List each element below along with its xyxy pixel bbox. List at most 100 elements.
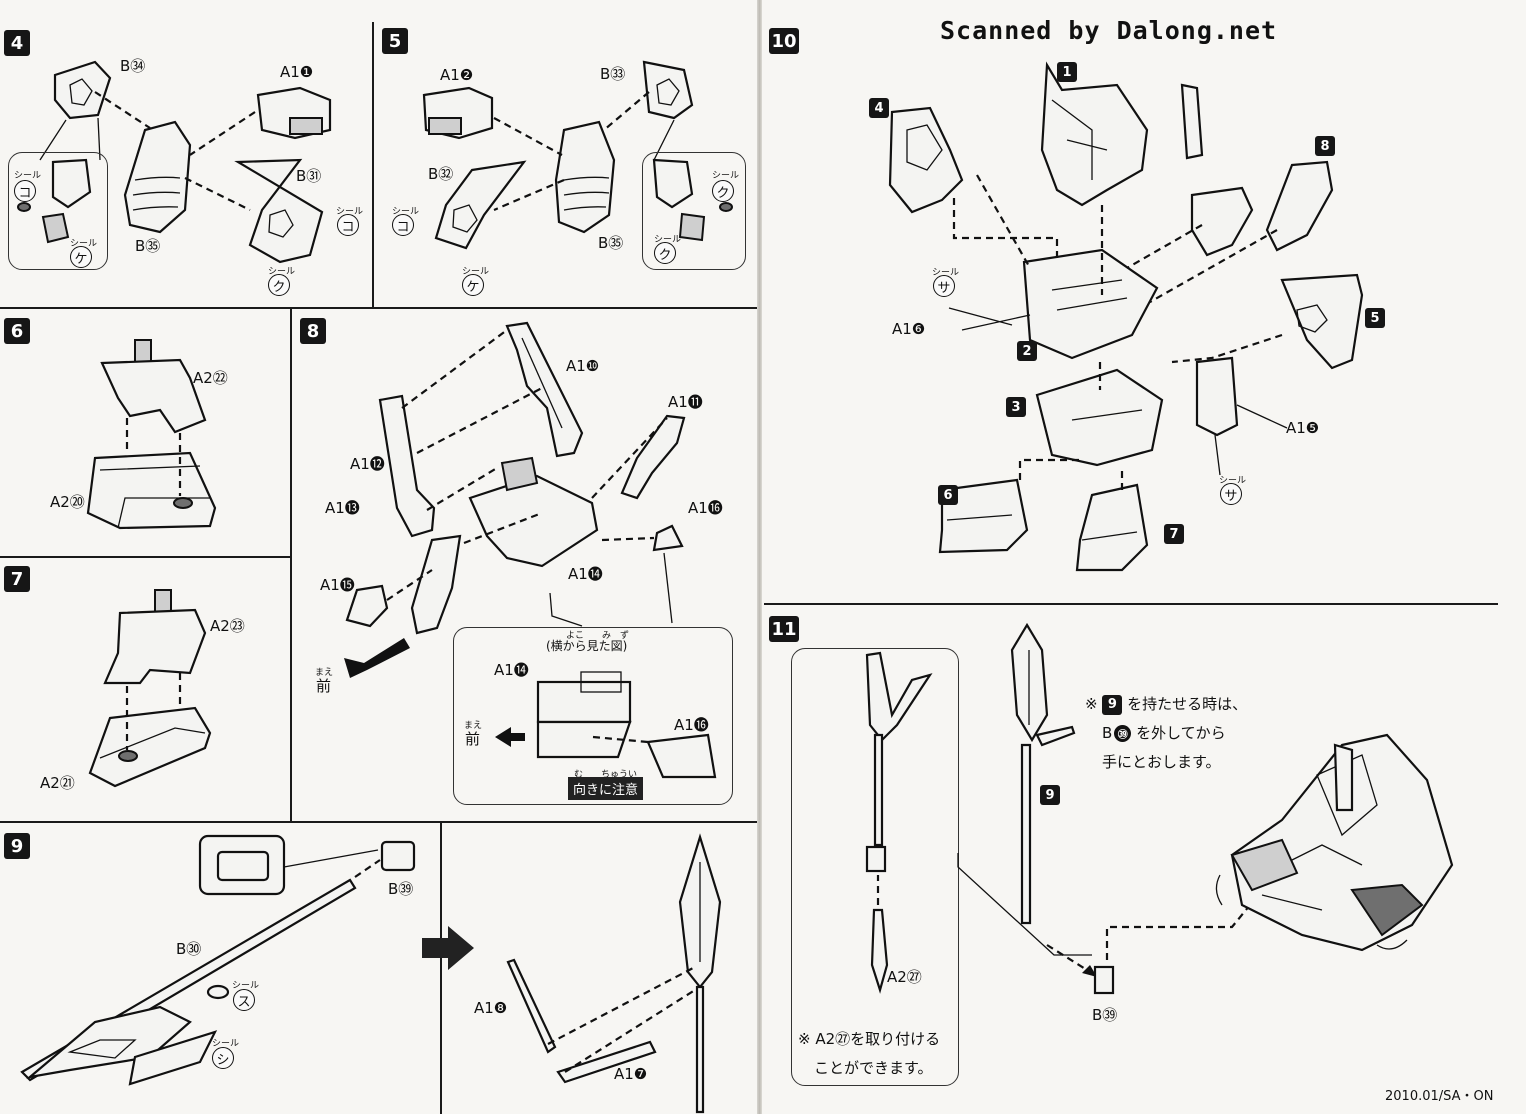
divider bbox=[440, 822, 442, 1114]
part-a2-23: A2㉓ bbox=[210, 617, 245, 635]
part-a1-16: A1⓰ bbox=[688, 499, 723, 517]
front-ruby: まえ bbox=[315, 668, 334, 678]
side-view-caption: (横から見た図) bbox=[546, 639, 628, 653]
part-a1-11: A1⓫ bbox=[668, 393, 703, 411]
seal-ku: ク bbox=[268, 274, 290, 296]
seal-su: ス bbox=[233, 989, 255, 1011]
seal-ko: コ bbox=[337, 214, 359, 236]
seal-label: シール bbox=[14, 171, 42, 181]
seal-label: シール bbox=[70, 239, 98, 249]
front-label-inset: 前 bbox=[465, 730, 481, 748]
part-a1-14: A1⓮ bbox=[568, 565, 603, 583]
step8-side-view-inset bbox=[453, 627, 733, 805]
part-b34: B㉞ bbox=[120, 57, 146, 75]
step-number-5: 5 bbox=[382, 28, 408, 54]
step4-diagram bbox=[39, 60, 332, 264]
part-callout-2: 2 bbox=[1017, 341, 1037, 361]
seal-label: シール bbox=[932, 268, 960, 278]
seal-shi: シ bbox=[212, 1047, 234, 1069]
part-a2-27: A2㉗ bbox=[887, 968, 922, 986]
part-b35: B㉟ bbox=[598, 234, 624, 252]
seal-ke: ケ bbox=[462, 274, 484, 296]
step11-diagram bbox=[865, 622, 1454, 995]
print-code: 2010.01/SA・ON bbox=[1385, 1089, 1494, 1104]
seal-label: シール bbox=[212, 1039, 240, 1049]
seal-label: シール bbox=[654, 235, 682, 245]
part-a1-15: A1⓯ bbox=[320, 576, 355, 594]
note-callout-9: 9 bbox=[1102, 694, 1123, 715]
seal-label: シール bbox=[1219, 476, 1247, 486]
part-a2-22: A2㉒ bbox=[193, 369, 228, 387]
step9-diagram bbox=[20, 833, 722, 1114]
part-b39: B㊴ bbox=[1092, 1006, 1118, 1024]
seal-ke: ケ bbox=[70, 246, 92, 268]
part-callout-6: 6 bbox=[938, 485, 958, 505]
part-b39: B㊴ bbox=[388, 880, 414, 898]
step-number-10: 10 bbox=[769, 28, 799, 54]
step-number-9: 9 bbox=[4, 833, 30, 859]
step4-seal-inset bbox=[8, 152, 108, 270]
part-callout-7: 7 bbox=[1164, 524, 1184, 544]
part-a1-8: A1❽ bbox=[474, 999, 508, 1017]
part-b30: B㉚ bbox=[176, 940, 202, 958]
inset-note-line-2: ことができます。 bbox=[814, 1059, 933, 1077]
seal-sa: サ bbox=[1220, 483, 1242, 505]
part-b32: B㉜ bbox=[428, 165, 454, 183]
seal-label: シール bbox=[232, 981, 260, 991]
note-text: を持たせる時は、 bbox=[1127, 695, 1248, 713]
side-view-ruby: よこ み ず bbox=[566, 631, 630, 641]
note-mark: ※ bbox=[1085, 695, 1098, 713]
part-b33: B㉝ bbox=[600, 65, 626, 83]
step-number-11: 11 bbox=[769, 616, 799, 642]
part-b35: B㉟ bbox=[135, 237, 161, 255]
seal-ko: コ bbox=[392, 214, 414, 236]
part-callout-9: 9 bbox=[1040, 785, 1060, 805]
hold-instruction-line-1: ※ 9 を持たせる時は、 bbox=[1085, 690, 1247, 719]
step6-diagram bbox=[86, 339, 217, 530]
seal-label: シール bbox=[712, 171, 740, 181]
step8-inset-art bbox=[495, 671, 717, 779]
part-a1-1: A1❶ bbox=[280, 63, 314, 81]
part-callout-5: 5 bbox=[1365, 308, 1385, 328]
inset-note-line-1: ※ A2㉗を取り付ける bbox=[798, 1030, 941, 1048]
step-number-4: 4 bbox=[4, 30, 30, 56]
seal-label: シール bbox=[336, 207, 364, 217]
seal-sa: サ bbox=[933, 275, 955, 297]
step7-diagram bbox=[88, 589, 212, 788]
step5-inset-art bbox=[652, 158, 733, 242]
hold-instruction-line-3: 手にとおします。 bbox=[1102, 753, 1221, 771]
divider bbox=[372, 22, 374, 308]
part-callout-4: 4 bbox=[869, 98, 889, 118]
scan-credit: Scanned by Dalong.net bbox=[940, 16, 1278, 45]
divider bbox=[0, 307, 757, 309]
part-callout-3: 3 bbox=[1006, 397, 1026, 417]
step8-diagram bbox=[344, 321, 686, 678]
seal-ko: コ bbox=[14, 180, 36, 202]
part-a1-13: A1⓭ bbox=[325, 499, 360, 517]
part-a1-12: A1⓬ bbox=[350, 455, 385, 473]
seal-ku: ク bbox=[654, 242, 676, 264]
part-b31: B㉛ bbox=[296, 167, 322, 185]
divider bbox=[0, 821, 757, 823]
step-number-6: 6 bbox=[4, 318, 30, 344]
divider bbox=[290, 308, 292, 822]
part-a1-2: A1❷ bbox=[440, 66, 474, 84]
orientation-caution: 向きに注意 bbox=[568, 777, 644, 800]
step5-seal-inset bbox=[642, 152, 746, 270]
note-part-number: ㊴ bbox=[1114, 725, 1132, 742]
part-a1-14-inset: A1⓮ bbox=[494, 661, 529, 679]
front-label: 前 bbox=[316, 677, 332, 695]
part-a1-6: A1❻ bbox=[892, 320, 926, 338]
note-part: B bbox=[1102, 724, 1113, 742]
front-ruby: まえ bbox=[464, 721, 483, 731]
step4-inset-art bbox=[17, 158, 92, 244]
part-a1-5: A1❺ bbox=[1286, 419, 1320, 437]
part-a2-21: A2㉑ bbox=[40, 774, 75, 792]
seal-label: シール bbox=[268, 267, 296, 277]
part-a1-10: A1❿ bbox=[566, 357, 600, 375]
seal-ku: ク bbox=[712, 180, 734, 202]
part-a1-16-inset: A1⓰ bbox=[674, 716, 709, 734]
part-a1-7: A1❼ bbox=[614, 1065, 648, 1083]
step5-diagram bbox=[422, 60, 694, 250]
